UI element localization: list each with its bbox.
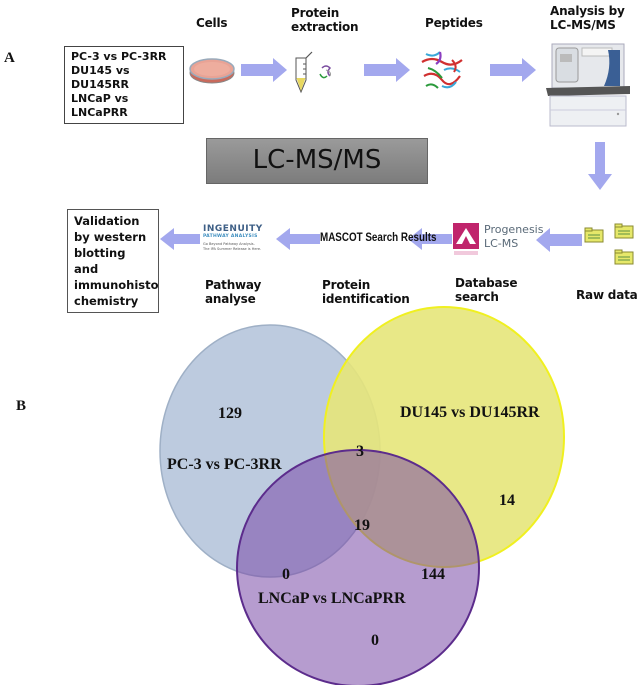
- step-raw-data-label: Raw data: [576, 288, 638, 302]
- venn-circle-lncap: [236, 449, 480, 685]
- venn-label-du145: DU145 vs DU145RR: [400, 404, 540, 421]
- arrow-down-icon: [588, 142, 612, 190]
- venn-value-all: 19: [354, 517, 370, 534]
- step-cells-label: Cells: [196, 16, 228, 30]
- protein-tube-icon: [295, 51, 332, 94]
- venn-value-pc3-lncap: 0: [282, 566, 290, 583]
- step-database-search-label: Database search: [455, 276, 518, 304]
- arrow-left-icon: [408, 228, 452, 250]
- comparison-item: PC-3 vs PC-3RR: [71, 50, 167, 63]
- progenesis-logo-icon: [453, 223, 479, 255]
- venn-value-du145-only: 14: [499, 492, 515, 509]
- arrow-right-icon: [364, 58, 410, 82]
- mascot-search-results: MASCOT Search Results: [320, 230, 437, 244]
- venn-value-pc3-du145: 3: [356, 443, 364, 460]
- step-protein-identification-label: Protein identification: [322, 278, 410, 306]
- comparison-item: LNCaP vs LNCaPRR: [71, 92, 129, 119]
- arrow-left-icon: [536, 228, 582, 252]
- venn-label-lncap: LNCaP vs LNCaPRR: [258, 590, 406, 607]
- petri-dish-icon: [189, 58, 235, 84]
- venn-value-pc3-only: 129: [218, 405, 242, 422]
- step-analysis-label: Analysis by LC-MS/MS: [550, 4, 625, 32]
- arrow-left-icon: [160, 228, 200, 250]
- progenesis-logo-text: Progenesis LC-MS: [484, 223, 544, 250]
- validation-box: Validation by western blotting and immun…: [67, 209, 159, 313]
- venn-value-lncap-only: 0: [371, 632, 379, 649]
- step-peptides-label: Peptides: [425, 16, 483, 30]
- comparison-item: DU145 vs DU145RR: [71, 64, 130, 91]
- mass-spectrometer-icon: [546, 43, 630, 127]
- arrow-right-icon: [490, 58, 536, 82]
- panel-a-label: A: [4, 50, 15, 66]
- arrow-left-icon: [276, 228, 320, 250]
- venn-label-pc3: PC-3 vs PC-3RR: [167, 456, 282, 473]
- lcms-banner: LC-MS/MS: [206, 138, 428, 184]
- step-protein-extraction-label: Protein extraction: [291, 6, 359, 34]
- ingenuity-logo: INGENUITY PATHWAY ANALYSIS Go Beyond Pat…: [203, 224, 263, 251]
- arrow-right-icon: [241, 58, 287, 82]
- comparisons-box: PC-3 vs PC-3RR DU145 vs DU145RR LNCaP vs…: [64, 46, 184, 124]
- panel-b-label: B: [16, 398, 27, 414]
- step-pathway-analyse-label: Pathway analyse: [205, 278, 262, 306]
- peptides-icon: [421, 51, 463, 89]
- raw-data-folders-icon: [584, 223, 634, 265]
- venn-value-du145-lncap: 144: [421, 566, 445, 583]
